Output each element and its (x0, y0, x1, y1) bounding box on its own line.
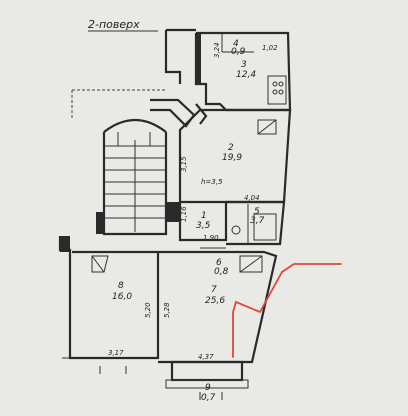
room-4-area: 0,9 (231, 47, 246, 57)
red-marker-line (232, 263, 342, 358)
room-5-number: 5 (254, 207, 260, 217)
dimension-labels: 3,24 1,02 3,15 h=3,5 4,04 1,16 1,90 5,20… (108, 42, 278, 361)
room-labels: 4 0,9 3 12,4 2 19,9 1 3,5 5 3,7 6 0,8 7 … (112, 39, 265, 403)
dimension-label: 5,20 (144, 302, 152, 318)
room-3-area: 12,4 (236, 70, 256, 80)
wall-hatch (96, 212, 104, 234)
wall-hatch (60, 236, 70, 252)
toilet-fixture (231, 225, 241, 235)
room-5-area: 3,7 (250, 216, 265, 226)
room-2-area: 19,9 (222, 153, 242, 163)
balcony-outline (170, 360, 244, 382)
room-3-number: 3 (241, 60, 247, 70)
room-8-number: 8 (118, 281, 124, 291)
stove-burner (272, 89, 278, 95)
dimension-label: 4,37 (198, 353, 214, 361)
room-9-number: 9 (205, 383, 211, 393)
dimension-label: 3,24 (213, 42, 221, 58)
window-diagonal (91, 255, 105, 273)
stove-burner (278, 81, 284, 87)
room-8-walls (58, 236, 160, 360)
room-8-area: 16,0 (112, 292, 132, 302)
balcony-rail (165, 379, 249, 389)
dimension-label: 5,28 (163, 302, 171, 318)
room-4-number: 4 (233, 39, 239, 49)
room-3-walls (194, 31, 292, 112)
room-6-area: 0,8 (214, 267, 229, 277)
dimension-label: 3,15 (180, 156, 188, 172)
bathtub-fixture (253, 213, 277, 241)
wall-hatch (196, 33, 201, 84)
stove-fixture (267, 75, 287, 105)
corridor-upper-walls (71, 28, 208, 128)
dimension-label: h=3,5 (201, 178, 223, 186)
room-1-area: 3,5 (196, 221, 211, 231)
balcony-9-walls (165, 360, 249, 389)
outer-wall-markers (99, 366, 223, 400)
room-7-area: 25,6 (205, 296, 225, 306)
room-7-number: 7 (211, 285, 217, 295)
window-fixture (257, 119, 277, 135)
room-6-number: 6 (216, 258, 222, 268)
window-diagonal (257, 119, 277, 135)
stove-burner (272, 81, 278, 87)
plan-title: 2-поверх (88, 18, 140, 31)
room-1-5-6-walls (166, 200, 286, 249)
dimension-label: 4,04 (244, 194, 260, 202)
dimension-label: 1,16 (180, 206, 188, 222)
dimension-label: 1,90 (203, 234, 219, 242)
dimension-label: 1,02 (262, 44, 278, 52)
stairwell (96, 119, 168, 236)
dimension-label: 3,17 (108, 349, 124, 357)
wall-hatch (166, 202, 180, 222)
room-9-area: 0,7 (201, 393, 216, 403)
window-fixture (239, 255, 263, 273)
window-diagonal (239, 255, 263, 273)
room-1-number: 1 (201, 211, 207, 221)
room-2-number: 2 (228, 143, 234, 153)
stove-burner (278, 89, 284, 95)
